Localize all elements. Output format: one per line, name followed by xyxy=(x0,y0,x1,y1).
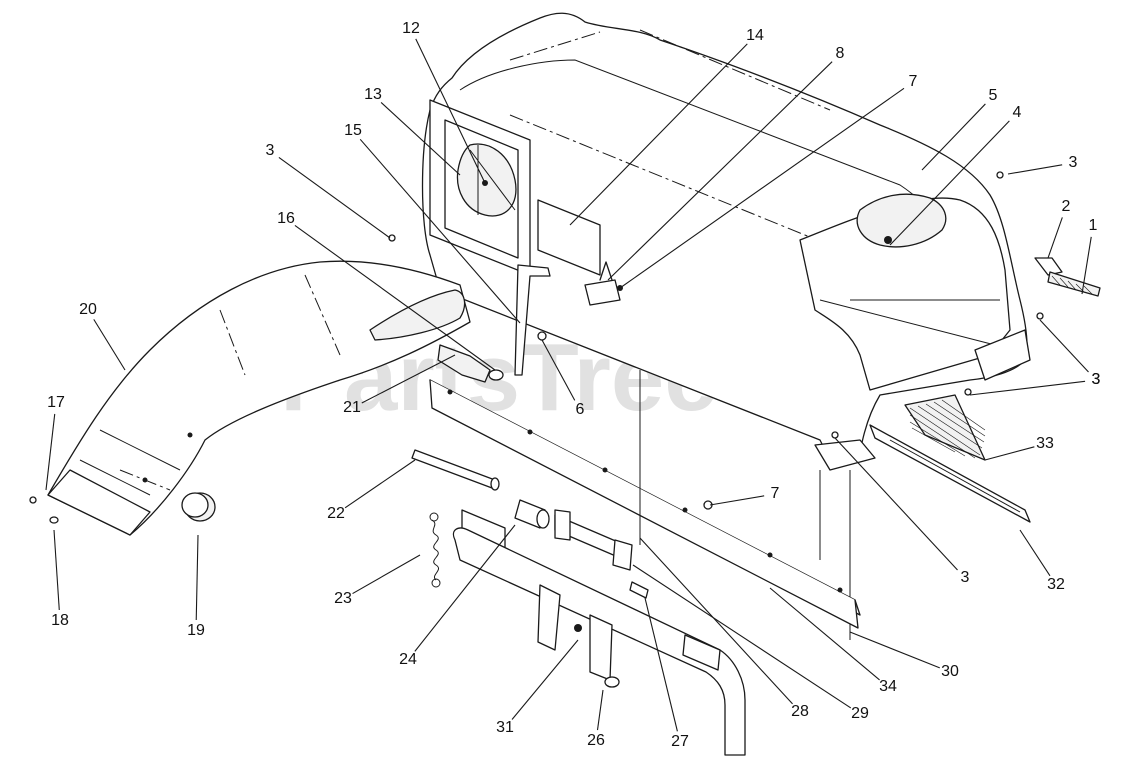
callout-knob: 19 xyxy=(187,622,205,639)
callout-cable: 16 xyxy=(277,210,295,227)
leader-line-plate xyxy=(769,587,880,681)
leader-line-pin-lower xyxy=(596,689,604,731)
leader-line-decal xyxy=(569,43,748,226)
callout-plate: 34 xyxy=(879,678,897,695)
callout-chute: 20 xyxy=(79,301,97,318)
long-bar xyxy=(429,379,861,629)
callout-pin-lower: 26 xyxy=(587,732,605,749)
callout-nut-mid: 7 xyxy=(771,485,780,502)
leader-line-nut-top xyxy=(619,87,905,289)
leader-line-axle xyxy=(344,459,416,509)
callout-bolt-small: 17 xyxy=(47,394,65,411)
callout-axle: 22 xyxy=(327,505,345,522)
leader-line-rod xyxy=(359,138,521,324)
cap-icon xyxy=(884,236,892,244)
callout-hood: 5 xyxy=(989,87,998,104)
leader-line-hood xyxy=(921,103,986,171)
leader-line-bracket xyxy=(1047,217,1063,259)
callout-bolt-lower: 27 xyxy=(671,733,689,750)
axle xyxy=(411,449,550,529)
hood xyxy=(421,12,1031,471)
callout-bolt-right: 3 xyxy=(1092,371,1101,388)
callout-rail: 32 xyxy=(1047,576,1065,593)
callout-nut-lower: 31 xyxy=(496,719,514,736)
callout-rod: 15 xyxy=(344,122,362,139)
bracket xyxy=(1034,257,1101,297)
leader-line-cable xyxy=(294,224,496,371)
leader-line-bolt-right xyxy=(969,380,1086,396)
leader-line-knob xyxy=(195,534,199,621)
leader-line-bracket-center xyxy=(607,61,833,281)
callout-deflector-inner: 12 xyxy=(402,20,420,37)
leader-line-cap xyxy=(889,120,1010,246)
leader-line-bushing xyxy=(414,524,516,652)
callout-bracket-center: 8 xyxy=(836,45,845,62)
leader-line-bolt-bottom xyxy=(834,437,958,571)
leader-line-bracket-tip xyxy=(1081,236,1092,295)
callout-bushing: 24 xyxy=(399,651,417,668)
hardware xyxy=(29,171,1044,524)
callout-link: 30 xyxy=(941,663,959,680)
leader-line-deflector-inner xyxy=(415,38,486,184)
callout-leaders xyxy=(45,38,1092,732)
leader-line-pin xyxy=(361,354,456,404)
leader-line-chute xyxy=(93,319,126,371)
leader-line-spring xyxy=(352,554,421,595)
callout-decal: 14 xyxy=(746,27,764,44)
leader-line-bolt-left xyxy=(278,157,391,239)
callout-strap: 28 xyxy=(791,703,809,720)
callout-bolt-bottom: 3 xyxy=(961,569,970,586)
callout-bolt-left: 3 xyxy=(266,142,275,159)
leader-line-strap xyxy=(639,537,793,705)
leader-line-bolt-small xyxy=(45,413,56,491)
leader-line-nut-mid xyxy=(709,495,765,506)
callout-bolt-front: 3 xyxy=(1092,371,1101,388)
leader-line-bolt-front xyxy=(1039,319,1089,373)
rod-and-pin xyxy=(437,264,551,383)
lever-assembly xyxy=(452,509,746,756)
leader-line-screen xyxy=(984,446,1035,461)
strap-group xyxy=(554,370,649,599)
leader-line-frame xyxy=(380,102,461,176)
spring xyxy=(429,512,441,588)
leader-line-bolt-top-right xyxy=(1007,164,1063,175)
callout-frame: 13 xyxy=(364,86,382,103)
center-bracket xyxy=(537,261,623,341)
callout-bracket: 2 xyxy=(1062,198,1071,215)
callout-nut-top: 7 xyxy=(909,73,918,90)
callout-screen: 33 xyxy=(1036,435,1054,452)
leader-line-washer xyxy=(53,529,60,611)
leader-line-link xyxy=(849,631,940,669)
callout-spacer: 29 xyxy=(851,705,869,722)
callout-cap: 4 xyxy=(1013,104,1022,121)
callout-pin: 21 xyxy=(343,399,361,416)
leader-line-nut-lower xyxy=(511,639,579,720)
callout-bolt-top-right: 3 xyxy=(1069,154,1078,171)
callout-clip: 6 xyxy=(576,401,585,418)
callout-spring: 23 xyxy=(334,590,352,607)
chute xyxy=(47,260,471,536)
leader-line-rail xyxy=(1019,529,1051,577)
callout-washer: 18 xyxy=(51,612,69,629)
callout-bracket-tip: 1 xyxy=(1089,217,1098,234)
leader-line-bolt-lower xyxy=(644,597,678,732)
leader-line-spacer xyxy=(632,564,852,709)
leader-line-clip xyxy=(541,339,576,401)
